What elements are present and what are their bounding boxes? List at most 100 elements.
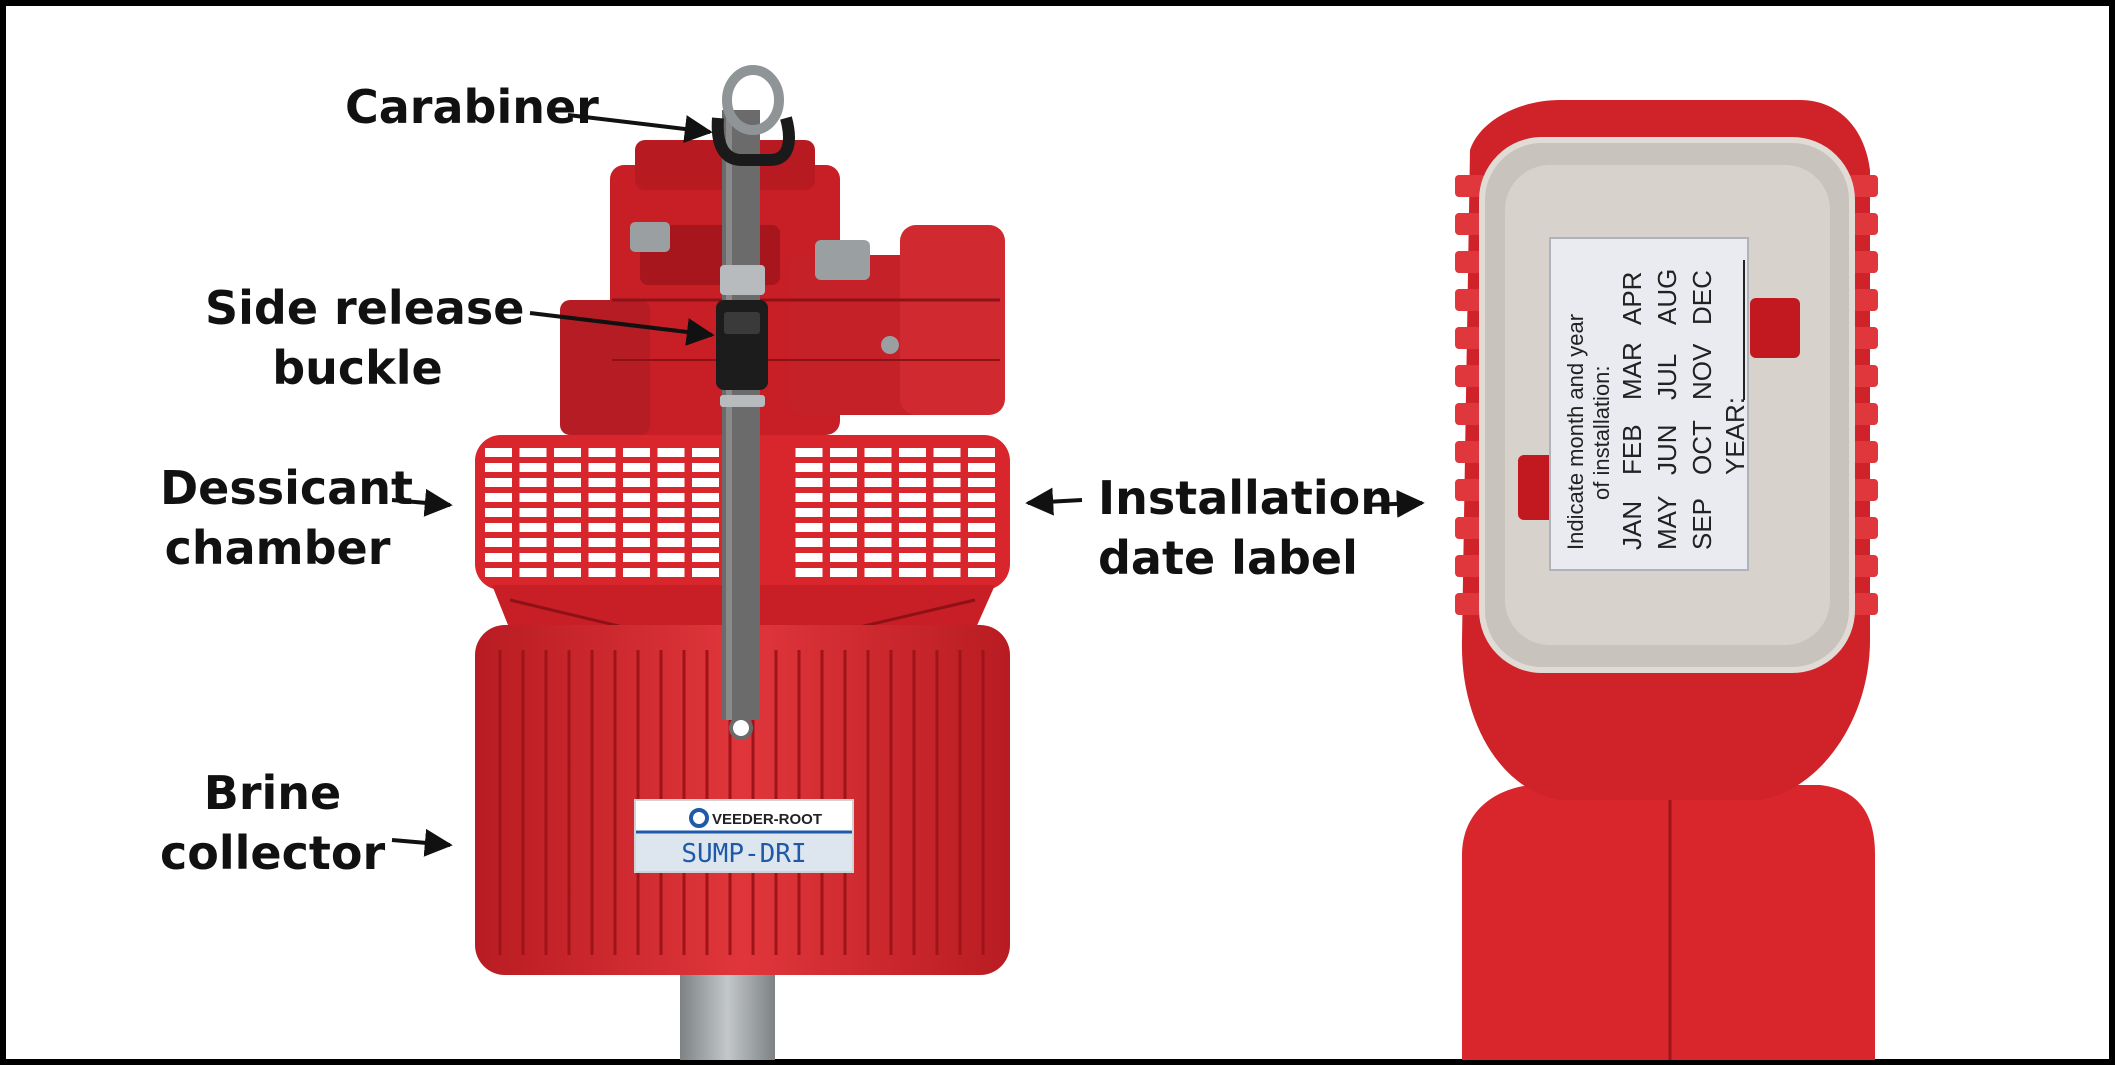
- chamber-slot: [934, 568, 961, 577]
- chamber-slot: [830, 478, 857, 487]
- chamber-slot: [485, 553, 512, 562]
- callout-carabiner: Carabiner: [345, 77, 599, 137]
- chamber-slot: [692, 508, 719, 517]
- chamber-slot: [520, 553, 547, 562]
- chamber-slot: [830, 448, 857, 457]
- chamber-slot: [658, 478, 685, 487]
- chamber-slot: [865, 493, 892, 502]
- strap: [722, 110, 760, 738]
- chamber-slot: [692, 538, 719, 547]
- chamber-slot: [692, 523, 719, 532]
- chamber-slot: [658, 523, 685, 532]
- callout-dessicant-chamber: Dessicant chamber: [160, 458, 395, 578]
- chamber-slot: [485, 493, 512, 502]
- chamber-slot: [485, 463, 512, 472]
- chamber-slot: [554, 508, 581, 517]
- callout-date-label-line1: Installation: [1098, 468, 1393, 528]
- chamber-slot: [830, 568, 857, 577]
- chamber-slot: [899, 523, 926, 532]
- label-jul: JUL: [1652, 354, 1682, 400]
- chamber-slot: [658, 568, 685, 577]
- date-label-left-arrow: [1028, 500, 1082, 503]
- callout-side-release-buckle: Side release buckle: [205, 278, 510, 398]
- side-release-buckle: [716, 265, 768, 407]
- chamber-slot: [865, 463, 892, 472]
- chamber-slot: [899, 493, 926, 502]
- right-clip: [1750, 298, 1800, 358]
- chamber-slot: [692, 553, 719, 562]
- chamber-slot: [520, 493, 547, 502]
- chamber-slot: [830, 493, 857, 502]
- chamber-slot: [865, 478, 892, 487]
- label-jan: JAN: [1617, 501, 1647, 550]
- callout-collector-line2: collector: [160, 823, 385, 883]
- callout-collector-line1: Brine: [160, 763, 385, 823]
- chamber-slot: [658, 538, 685, 547]
- callout-buckle-line1: Side release: [205, 278, 510, 338]
- product-badge: VEEDER-ROOT SUMP-DRI: [635, 800, 853, 872]
- chamber-slot: [899, 448, 926, 457]
- chamber-slot: [623, 463, 650, 472]
- chamber-slot: [968, 508, 995, 517]
- chamber-slot: [865, 538, 892, 547]
- chamber-slot: [968, 523, 995, 532]
- chamber-slot: [658, 463, 685, 472]
- label-mar: MAR: [1617, 342, 1647, 400]
- chamber-slot: [968, 478, 995, 487]
- chamber-slot: [830, 538, 857, 547]
- chamber-slot: [623, 493, 650, 502]
- chamber-slot: [796, 493, 823, 502]
- callout-installation-date-label: Installation date label: [1098, 468, 1393, 588]
- chamber-slot: [934, 463, 961, 472]
- callout-carabiner-text: Carabiner: [345, 80, 599, 134]
- sump-dri-front-view: VEEDER-ROOT SUMP-DRI: [475, 70, 1010, 1060]
- chamber-slot: [589, 478, 616, 487]
- pump-head: [560, 140, 1005, 435]
- chamber-slot: [934, 493, 961, 502]
- chamber-slot: [796, 508, 823, 517]
- chamber-slot: [623, 538, 650, 547]
- label-year: YEAR:: [1720, 397, 1750, 475]
- label-dec: DEC: [1687, 270, 1717, 325]
- callout-brine-collector: Brine collector: [160, 763, 385, 883]
- chamber-slot: [623, 523, 650, 532]
- chamber-slot: [692, 463, 719, 472]
- chamber-slot: [796, 448, 823, 457]
- chamber-slot: [554, 568, 581, 577]
- chamber-slot: [968, 448, 995, 457]
- label-oct: OCT: [1687, 420, 1717, 475]
- chamber-slot: [968, 463, 995, 472]
- label-apr: APR: [1617, 272, 1647, 325]
- callout-chamber-line1: Dessicant: [160, 458, 395, 518]
- chamber-slot: [485, 508, 512, 517]
- chamber-slot: [899, 508, 926, 517]
- installation-date-label: Indicate month and year of installation:…: [1550, 238, 1750, 570]
- chamber-slot: [692, 448, 719, 457]
- chamber-slot: [899, 538, 926, 547]
- chamber-slot: [865, 553, 892, 562]
- chamber-slot: [692, 478, 719, 487]
- chamber-slot: [796, 523, 823, 532]
- badge-product: SUMP-DRI: [681, 839, 806, 869]
- chamber-slot: [934, 523, 961, 532]
- chamber-slot: [934, 478, 961, 487]
- label-may: MAY: [1652, 496, 1682, 550]
- chamber-slot: [796, 478, 823, 487]
- chamber-slot: [520, 448, 547, 457]
- chamber-slot: [520, 508, 547, 517]
- label-aug: AUG: [1652, 269, 1682, 325]
- chamber-slot: [485, 538, 512, 547]
- badge-brand: VEEDER-ROOT: [712, 811, 822, 828]
- chamber-slot: [520, 478, 547, 487]
- chamber-slot: [899, 568, 926, 577]
- chamber-slot: [865, 508, 892, 517]
- label-jun: JUN: [1652, 424, 1682, 475]
- callout-buckle-line2: buckle: [205, 338, 510, 398]
- chamber-slot: [589, 568, 616, 577]
- collector-arrow: [392, 840, 450, 845]
- chamber-slot: [796, 463, 823, 472]
- chamber-slot: [865, 523, 892, 532]
- label-instruction-line1: Indicate month and year: [1563, 314, 1588, 550]
- label-sep: SEP: [1687, 498, 1717, 550]
- callout-date-label-line2: date label: [1098, 528, 1393, 588]
